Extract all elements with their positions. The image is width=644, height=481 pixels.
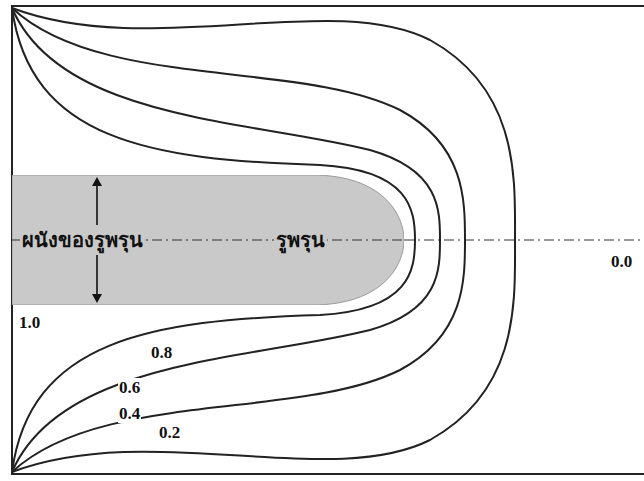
pore-label: รูพรุน [274,228,327,252]
wall-arrow [96,181,98,225]
contour-curve [12,8,440,472]
frame [12,6,644,474]
contour-value: 0.6 [118,378,141,397]
contour-value: 0.0 [610,252,633,271]
contour-curve [12,8,515,472]
contour-value: 0.8 [150,343,173,362]
contour-value: 0.4 [118,404,141,423]
arrow-head [92,177,102,186]
arrow-head [92,294,102,303]
contour-curve [12,8,415,472]
pore-fill [12,175,404,305]
contour-value: 0.2 [158,423,181,442]
wall-arrow [96,255,98,299]
contour-curve [12,8,465,472]
contour-value: 1.0 [18,313,41,332]
pore-band: ผนังของรูพรุน รูพรุน [12,175,404,305]
wall-label: ผนังของรูพรุน [20,228,145,252]
